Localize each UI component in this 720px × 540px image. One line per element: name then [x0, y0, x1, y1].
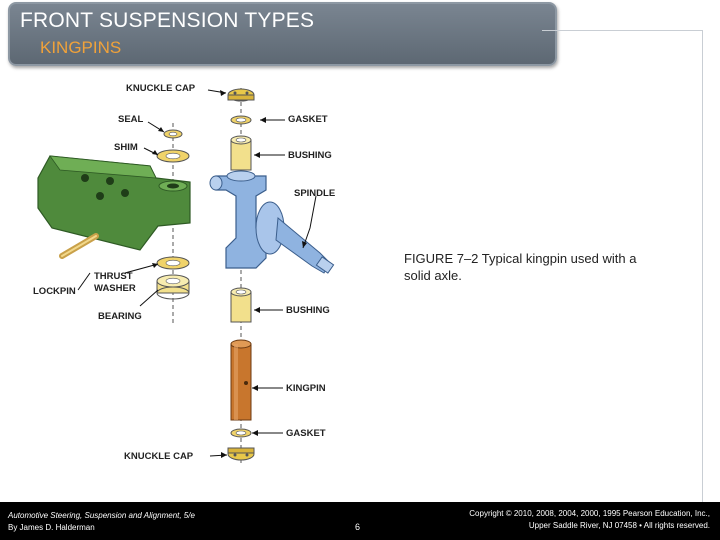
- slide-title: FRONT SUSPENSION TYPES: [20, 9, 315, 32]
- footer-copyright-line1: Copyright © 2010, 2008, 2004, 2000, 1995…: [469, 509, 710, 518]
- decorative-frame: [542, 30, 703, 503]
- gasket-top-part: [230, 115, 252, 125]
- solid-axle: [37, 155, 191, 251]
- footer-book-info: Automotive Steering, Suspension and Alig…: [8, 510, 195, 534]
- shim-part: [156, 149, 190, 163]
- footer-author: By James D. Halderman: [8, 523, 95, 532]
- spindle-part: [209, 170, 335, 274]
- label-knuckle-cap-bottom: KNUCKLE CAP: [124, 451, 194, 462]
- bearing-part: [156, 274, 190, 300]
- footer-page-number: 6: [355, 522, 361, 532]
- figure-caption-text: Typical kingpin used with a solid axle.: [404, 251, 637, 283]
- label-gasket-top: GASKET: [288, 114, 328, 125]
- label-washer: WASHER: [94, 283, 136, 294]
- label-seal: SEAL: [118, 114, 144, 125]
- slide-title-bar: FRONT SUSPENSION TYPES KINGPINS: [8, 2, 557, 66]
- label-spindle: SPINDLE: [294, 188, 335, 199]
- gasket-bottom-part: [230, 428, 252, 438]
- knuckle-cap-bottom-part: [227, 447, 255, 461]
- slide-subtitle: KINGPINS: [40, 38, 122, 57]
- kingpin-exploded-diagram: KNUCKLE CAP SEAL GASKET SHIM BUSHING SPI…: [33, 83, 335, 463]
- footer-book-title: Automotive Steering, Suspension and Alig…: [8, 511, 195, 520]
- thrust-washer-part: [156, 256, 190, 270]
- label-knuckle-cap-top: KNUCKLE CAP: [126, 83, 196, 94]
- label-gasket-bottom: GASKET: [286, 428, 326, 439]
- label-bearing: BEARING: [98, 311, 142, 322]
- knuckle-cap-top-part: [227, 88, 255, 102]
- leader-arrowheads: [152, 90, 307, 458]
- bushing-bottom-part: [230, 287, 252, 323]
- footer-copyright: Copyright © 2010, 2008, 2004, 2000, 1995…: [469, 508, 710, 532]
- kingpin-part: [230, 339, 252, 421]
- bushing-top-part: [230, 135, 252, 171]
- seal-part: [163, 129, 183, 139]
- label-thrust: THRUST: [94, 271, 133, 282]
- lockpin-part: [59, 233, 99, 259]
- label-shim: SHIM: [114, 142, 138, 153]
- footer-copyright-line2: Upper Saddle River, NJ 07458 • All right…: [528, 521, 710, 530]
- figure-number: FIGURE 7–2: [404, 251, 479, 266]
- slide-footer: Automotive Steering, Suspension and Alig…: [0, 502, 720, 540]
- label-bushing-top: BUSHING: [288, 150, 332, 161]
- label-kingpin: KINGPIN: [286, 383, 326, 394]
- label-bushing-bottom: BUSHING: [286, 305, 330, 316]
- label-lockpin: LOCKPIN: [33, 286, 76, 297]
- figure-caption: FIGURE 7–2 Typical kingpin used with a s…: [404, 250, 664, 284]
